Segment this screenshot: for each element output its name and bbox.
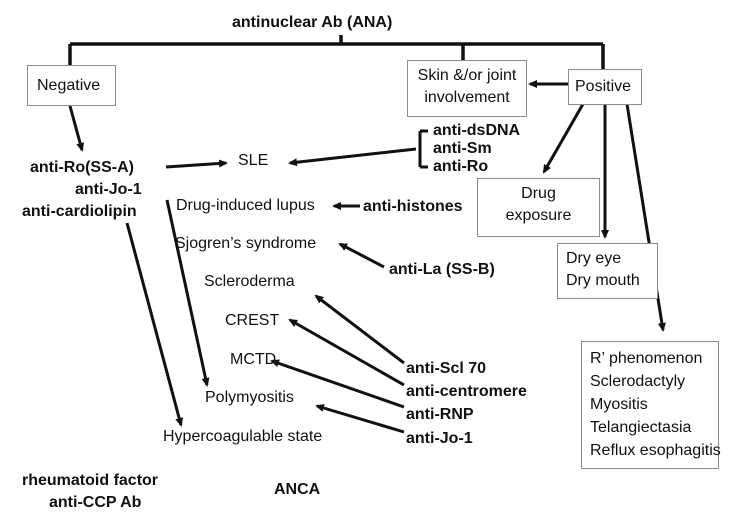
antibody-anti-jo-1: anti-Jo-1 — [406, 430, 473, 447]
rnp-to-mctd-arrow — [270, 359, 405, 409]
test-rheumatoid-factor: rheumatoid factor — [22, 472, 159, 489]
negative-label: Negative — [37, 77, 101, 94]
positive-box: Positive — [568, 69, 642, 105]
jo1-to-polymyositis-arrow — [315, 404, 405, 434]
skin-joint-line-2: involvement — [424, 89, 510, 106]
antibody-anti-dsdna: anti-dsDNA — [433, 122, 521, 139]
disease-crest: CREST — [225, 312, 280, 329]
antibody-anti-jo-1-negative: anti-Jo-1 — [75, 181, 142, 198]
disease-polymyositis: Polymyositis — [205, 389, 294, 406]
diagram-title: antinuclear Ab (ANA) — [232, 14, 393, 31]
feature-sclerodactyly: Sclerodactyly — [590, 373, 686, 390]
drug-exposure-line-2: exposure — [505, 207, 572, 224]
positive-to-drug-exposure-arrow — [542, 103, 585, 174]
test-anti-ccp-ab: anti-CCP Ab — [49, 494, 142, 511]
antibody-anti-ro: anti-Ro — [433, 158, 489, 175]
dry-mouth-label: Dry mouth — [566, 272, 640, 289]
disease-scleroderma: Scleroderma — [204, 273, 295, 290]
skin-joint-line-1: Skin &/or joint — [417, 67, 517, 84]
negative-to-antiro-arrow — [68, 105, 85, 152]
antibody-anti-rnp: anti-RNP — [406, 406, 474, 423]
antijo1-to-polymyositis-arrow — [165, 199, 210, 387]
disease-drug-induced-lupus: Drug-induced lupus — [176, 197, 315, 214]
dry-symptoms-box: Dry eye Dry mouth — [557, 243, 658, 299]
feature-myositis: Myositis — [590, 396, 648, 413]
antiro-to-sle-arrow — [165, 159, 228, 169]
drug-exposure-line-1: Drug — [521, 185, 556, 202]
scl70-to-scleroderma-arrow — [314, 294, 405, 365]
test-anca: ANCA — [274, 481, 321, 498]
clinical-features-box: R’ phenomenon Sclerodactyly Myositis Tel… — [581, 341, 721, 469]
antibody-anti-histones: anti-histones — [363, 198, 463, 215]
disease-mctd: MCTD — [230, 351, 277, 368]
drug-exposure-box: Drug exposure — [477, 178, 600, 237]
disease-hypercoagulable-state: Hypercoagulable state — [163, 428, 323, 445]
antibody-anti-sm: anti-Sm — [433, 140, 492, 157]
antibody-anti-cardiolipin: anti-cardiolipin — [22, 203, 137, 220]
antibody-anti-ro-ssa: anti-Ro(SS-A) — [30, 159, 134, 176]
dry-eye-label: Dry eye — [566, 250, 622, 267]
negative-box: Negative — [27, 65, 116, 106]
skin-joint-box: Skin &/or joint involvement — [407, 60, 527, 117]
centromere-to-crest-arrow — [288, 318, 405, 387]
sle-group-to-sle-arrow — [288, 147, 417, 167]
feature-telangiectasia: Telangiectasia — [590, 419, 692, 436]
disease-sjogren: Sjogren’s syndrome — [175, 235, 317, 252]
disease-sle: SLE — [238, 152, 269, 169]
feature-reflux-esophagitis: Reflux esophagitis — [590, 442, 721, 459]
antibody-anti-scl-70: anti-Scl 70 — [406, 360, 487, 377]
la-to-sjogren-arrow — [338, 242, 385, 269]
antibody-anti-centromere: anti-centromere — [406, 383, 527, 400]
feature-raynaud: R’ phenomenon — [590, 350, 703, 367]
anticardiolipin-to-hypercoag-arrow — [125, 222, 184, 427]
positive-label: Positive — [575, 78, 632, 95]
antibody-anti-la-ssb: anti-La (SS-B) — [389, 261, 495, 278]
